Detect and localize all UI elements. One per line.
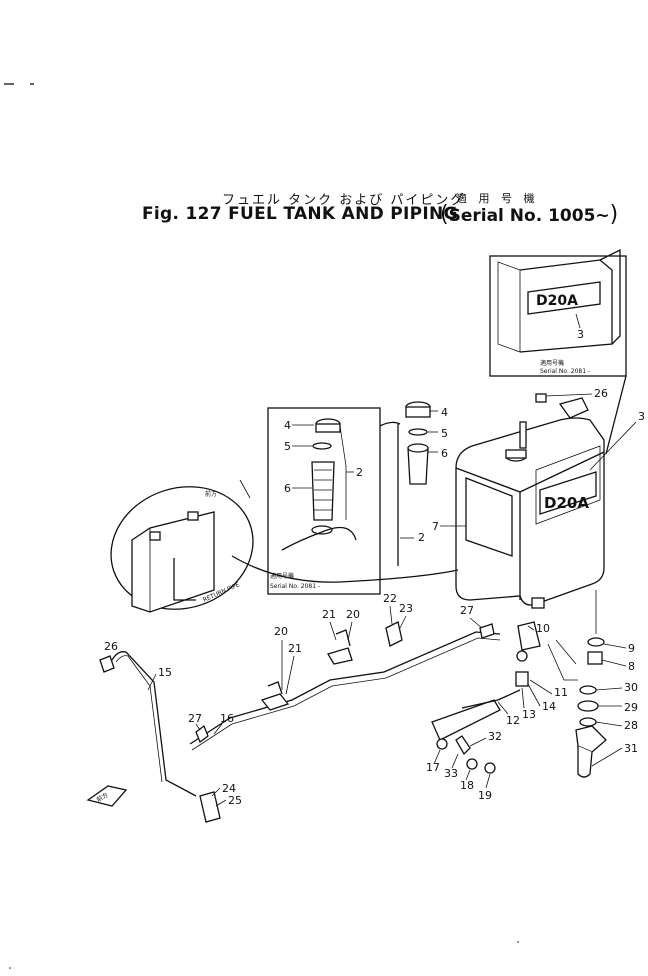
- callout-21-left: 21: [288, 642, 302, 655]
- japanese-title: フュエル タンク および パイピング: [222, 193, 466, 208]
- callout-27-left: 27: [188, 712, 202, 725]
- fittings: [436, 590, 607, 778]
- callout-9: 9: [628, 642, 635, 655]
- callout-2: 2: [418, 531, 425, 544]
- filter-inset: 4 5 6 2 適用号機 Serial No. 2081 -: [267, 407, 381, 595]
- callout-15: 15: [158, 666, 172, 679]
- callout-4: 4: [441, 406, 448, 419]
- serial-range: (Serial No. 1005~): [440, 202, 618, 227]
- decal-inset: D20A 3 適用号機 Serial No. 2081 -: [489, 248, 627, 377]
- callout-21: 21: [322, 608, 336, 621]
- tank-decal-text: D20A: [544, 494, 589, 512]
- callout-26: 26: [104, 640, 118, 653]
- filter-caption-serial: Serial No. 2081 -: [270, 583, 320, 590]
- callout-27: 27: [460, 604, 474, 617]
- speck: [9, 967, 11, 969]
- callout-11: 11: [554, 686, 568, 699]
- callout-17: 17: [426, 761, 440, 774]
- callout-24: 24: [222, 782, 236, 795]
- callout-12: 12: [506, 714, 520, 727]
- callout-5: 5: [441, 427, 448, 440]
- return-pipe-inset: 前方 RETURN PIPE: [110, 486, 254, 613]
- callout-30: 30: [624, 681, 638, 694]
- callout-10: 10: [536, 622, 550, 635]
- japanese-serial-label: 適 用 号 機: [456, 192, 539, 205]
- callout-16: 16: [220, 712, 234, 725]
- fuel-tank: D20A: [455, 397, 605, 609]
- decal-inset-text: D20A: [536, 293, 578, 309]
- callout-8: 8: [628, 660, 635, 673]
- callout-32: 32: [488, 730, 502, 743]
- callout-5-filter: 5: [284, 440, 291, 453]
- callout-20-left: 20: [274, 625, 288, 638]
- callout-14: 14: [542, 700, 556, 713]
- callout-6-filter: 6: [284, 482, 291, 495]
- callout-26-top: 26: [594, 387, 608, 400]
- callout-22: 22: [383, 592, 397, 605]
- callout-6: 6: [441, 447, 448, 460]
- speck: [517, 941, 519, 943]
- callout-23: 23: [399, 602, 413, 615]
- callout-19: 19: [478, 789, 492, 802]
- callout-28: 28: [624, 719, 638, 732]
- callout-25: 25: [228, 794, 242, 807]
- callout-33: 33: [444, 767, 458, 780]
- callout-31: 31: [624, 742, 638, 755]
- pipe-clamps: [99, 621, 495, 823]
- filler-parts: 4 5 6 2: [397, 401, 448, 566]
- callout-4-filter: 4: [284, 419, 291, 432]
- callout-2-filter: 2: [356, 466, 363, 479]
- callout-13: 13: [522, 708, 536, 721]
- callout-3-inset: 3: [577, 328, 584, 341]
- circle-inset-front-label: 前方: [205, 490, 217, 498]
- serial-text: Serial No. 1005~: [448, 206, 610, 226]
- callout-7: 7: [432, 520, 439, 533]
- inset-caption-serial: Serial No. 2081 -: [540, 368, 590, 375]
- front-arrow: 前方: [86, 785, 128, 807]
- callout-3: 3: [638, 410, 645, 423]
- paren-close: ): [609, 202, 619, 227]
- paren-open: (: [440, 202, 449, 227]
- inset-caption-jp: 適用号機: [540, 359, 564, 367]
- callout-18: 18: [460, 779, 474, 792]
- figure-title: Fig. 127 FUEL TANK AND PIPING: [142, 204, 458, 224]
- callout-20: 20: [346, 608, 360, 621]
- piping: [111, 631, 521, 797]
- callout-29: 29: [624, 701, 638, 714]
